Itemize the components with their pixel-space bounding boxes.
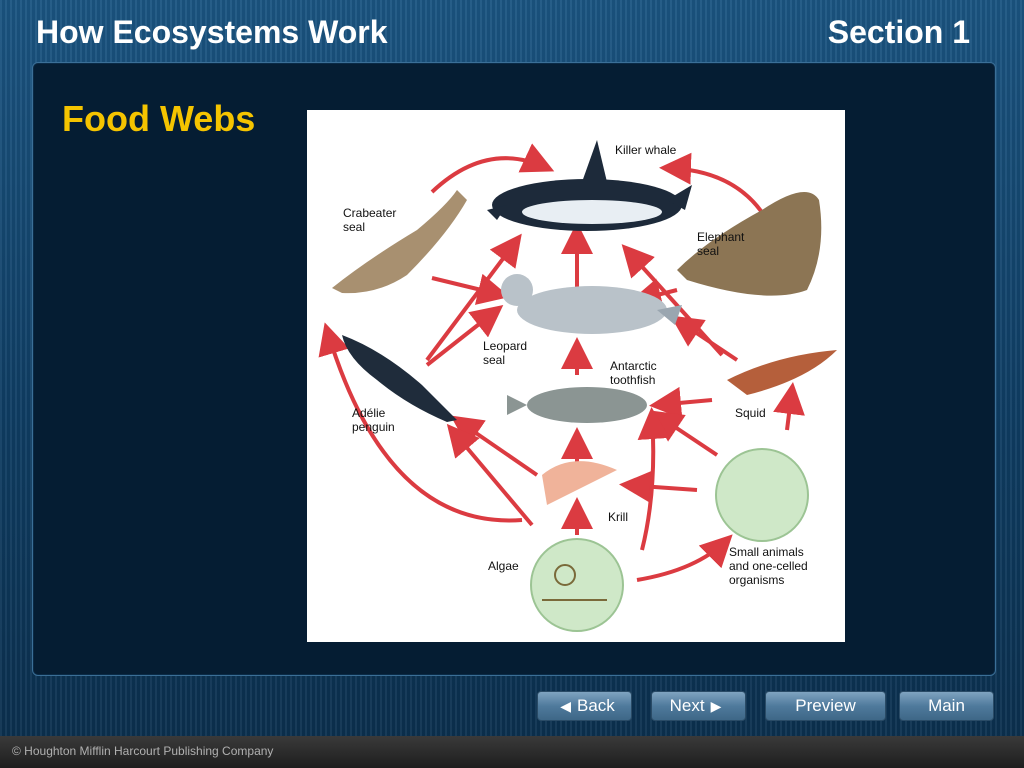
label-leopard-seal: Leopard seal — [483, 339, 528, 367]
label-algae: Algae — [488, 559, 519, 573]
main-label: Main — [928, 696, 965, 715]
small-animals-circle — [715, 448, 809, 542]
food-web-illustration — [318, 140, 837, 632]
leopard-seal-illustration — [501, 274, 682, 334]
back-arrow-icon: ◀ — [560, 697, 571, 714]
squid-illustration — [727, 350, 837, 395]
label-krill: Krill — [608, 510, 628, 524]
food-web-figure: Killer whale Crabeater seal Elephant sea… — [307, 110, 845, 642]
elephant-seal-illustration — [677, 192, 822, 296]
copyright-text: © Houghton Mifflin Harcourt Publishing C… — [12, 744, 274, 758]
krill-illustration — [542, 461, 617, 505]
next-label: Next — [669, 696, 705, 715]
back-label: Back — [576, 696, 615, 715]
preview-label: Preview — [795, 696, 856, 715]
back-button[interactable]: ◀ Back — [537, 691, 632, 721]
main-button[interactable]: Main — [899, 691, 994, 721]
presentation-title: How Ecosystems Work — [36, 14, 388, 50]
label-antarctic-toothfish: Antarctic toothfish — [610, 359, 657, 387]
section-label: Section 1 — [827, 14, 970, 50]
label-crabeater-seal: Crabeater seal — [343, 206, 397, 234]
adelie-penguin-illustration — [342, 335, 457, 422]
algae-circle — [530, 538, 624, 632]
next-button[interactable]: Next ▶ — [651, 691, 746, 721]
footer-bar — [0, 736, 1024, 768]
label-elephant-seal: Elephant seal — [697, 230, 745, 258]
next-arrow-icon: ▶ — [710, 697, 722, 714]
label-small-animals: Small animals and one-celled organisms — [729, 545, 808, 587]
label-squid: Squid — [735, 406, 766, 420]
preview-button[interactable]: Preview — [765, 691, 886, 721]
label-adelie-penguin: Adélie penguin — [352, 406, 395, 434]
slide-heading: Food Webs — [62, 98, 256, 139]
killer-whale-illustration — [487, 140, 692, 231]
toothfish-illustration — [507, 387, 647, 423]
crabeater-seal-illustration — [332, 190, 467, 294]
label-killer-whale: Killer whale — [615, 143, 677, 157]
